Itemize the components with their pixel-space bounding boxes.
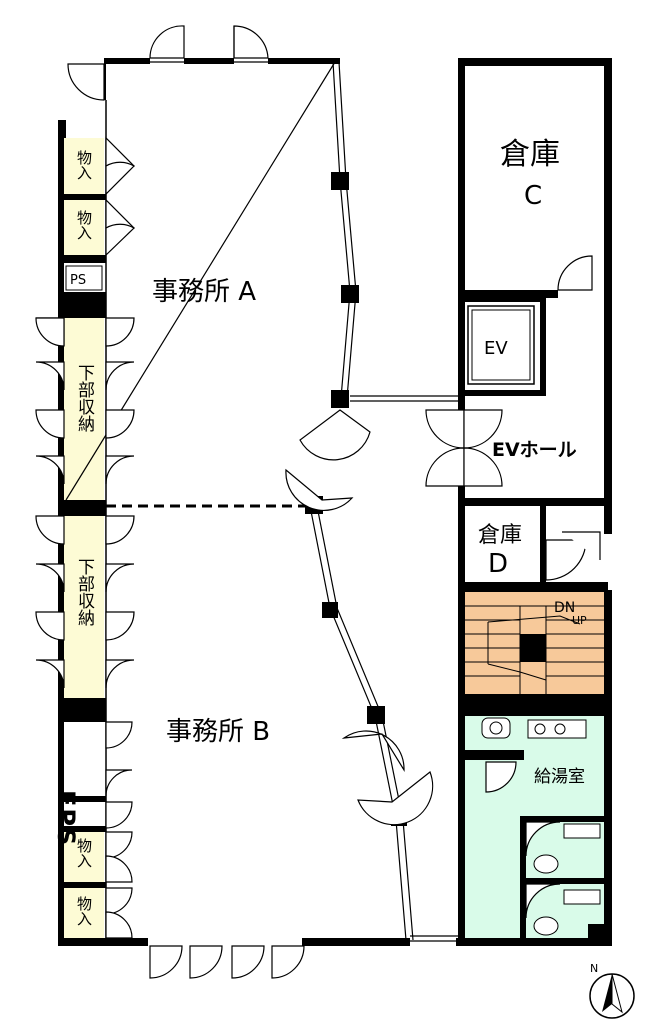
- wall-core-right-low: [604, 590, 612, 946]
- compass-north-label: N: [590, 962, 598, 975]
- elevator-inner: [471, 309, 531, 381]
- ps-box: [65, 265, 103, 291]
- wall-div-7: [58, 826, 106, 832]
- room-label-storage-d-letter: D: [488, 549, 508, 579]
- wall-div-4: [58, 500, 106, 516]
- wall-toilet-corner: [588, 924, 610, 942]
- wall-ev-outer: [458, 294, 546, 302]
- wall-wet-mid: [458, 750, 524, 760]
- room-label-ps: PS: [70, 273, 86, 288]
- column-1: [331, 172, 349, 190]
- room-label-office-a: 事務所 A: [152, 277, 256, 307]
- closet-fill-3: [64, 830, 104, 882]
- wall-toilet-mid: [520, 878, 610, 884]
- door-top-1: [149, 25, 185, 59]
- closet-fill-1: [64, 138, 104, 194]
- closet-fill-2: [64, 199, 104, 255]
- room-label-storage-c-letter: C: [524, 181, 542, 211]
- column-3: [331, 390, 349, 408]
- closet-label-2: 物入: [75, 210, 93, 240]
- wall-div-1: [58, 194, 106, 200]
- under-storage-fill-2: [64, 515, 104, 698]
- room-label-eps: EPS: [52, 790, 80, 847]
- toilet-2: [533, 916, 559, 936]
- wall-d-bottom: [458, 582, 608, 592]
- wall-left-c: [58, 700, 64, 944]
- stairs: [463, 605, 605, 694]
- stair-label-up: UP: [572, 614, 587, 627]
- wall-bottom-core: [456, 938, 612, 946]
- closet-label-1: 物入: [75, 150, 93, 180]
- wall-ev-bottom: [458, 390, 546, 396]
- wall-hall-bottom: [458, 498, 608, 506]
- room-label-ev: EV: [484, 338, 508, 359]
- walls: [58, 58, 612, 946]
- compass-icon: [589, 973, 635, 1019]
- wall-bottom-left: [58, 938, 148, 946]
- wall-core-right-mid: [604, 298, 612, 534]
- wet-area-fill-3: [523, 761, 605, 939]
- wall-div-2: [58, 255, 106, 263]
- room-label-ev-hall: EVホール: [492, 439, 577, 461]
- wall-bottom-right: [302, 938, 410, 946]
- room-label-kitchenette: 給湯室: [534, 767, 585, 787]
- wall-left-upper: [58, 120, 66, 138]
- column-6: [367, 706, 385, 724]
- wall-div-5: [58, 698, 106, 722]
- closet-label-4: 物入: [75, 896, 93, 926]
- wall-core-top: [458, 58, 612, 66]
- wall-top-mid: [184, 58, 234, 64]
- under-storage-label-1: 下部収納: [74, 364, 95, 433]
- doors: [35, 25, 601, 979]
- room-label-storage-d-title: 倉庫: [478, 523, 522, 548]
- wall-stair-bottom: [458, 694, 612, 716]
- fixtures: [481, 717, 601, 936]
- closet-label-3: 物入: [75, 838, 93, 868]
- closet-fill-4: [64, 888, 104, 940]
- column-5: [322, 602, 338, 618]
- wall-stair-core: [520, 634, 546, 662]
- wall-left-a: [58, 136, 64, 316]
- wall-core-right-top: [604, 58, 612, 298]
- room-label-office-b: 事務所 B: [166, 717, 270, 747]
- wall-ev-right: [540, 294, 546, 394]
- wall-div-3: [58, 292, 106, 318]
- elevator-car: [467, 305, 535, 385]
- toilet-1: [533, 854, 559, 874]
- wall-top-left: [104, 58, 150, 64]
- wall-d-right: [540, 502, 546, 584]
- stair-label-down: DN: [554, 600, 575, 616]
- door-top-2: [233, 25, 269, 59]
- door-corner: [67, 63, 105, 101]
- room-label-storage-c-title: 倉庫: [500, 137, 560, 172]
- wall-toilet-top: [520, 816, 610, 822]
- column-2: [341, 285, 359, 303]
- wall-div-8: [58, 882, 106, 888]
- wall-div-6: [58, 796, 106, 802]
- wall-top-right: [268, 58, 340, 64]
- under-storage-label-2: 下部収納: [74, 558, 95, 627]
